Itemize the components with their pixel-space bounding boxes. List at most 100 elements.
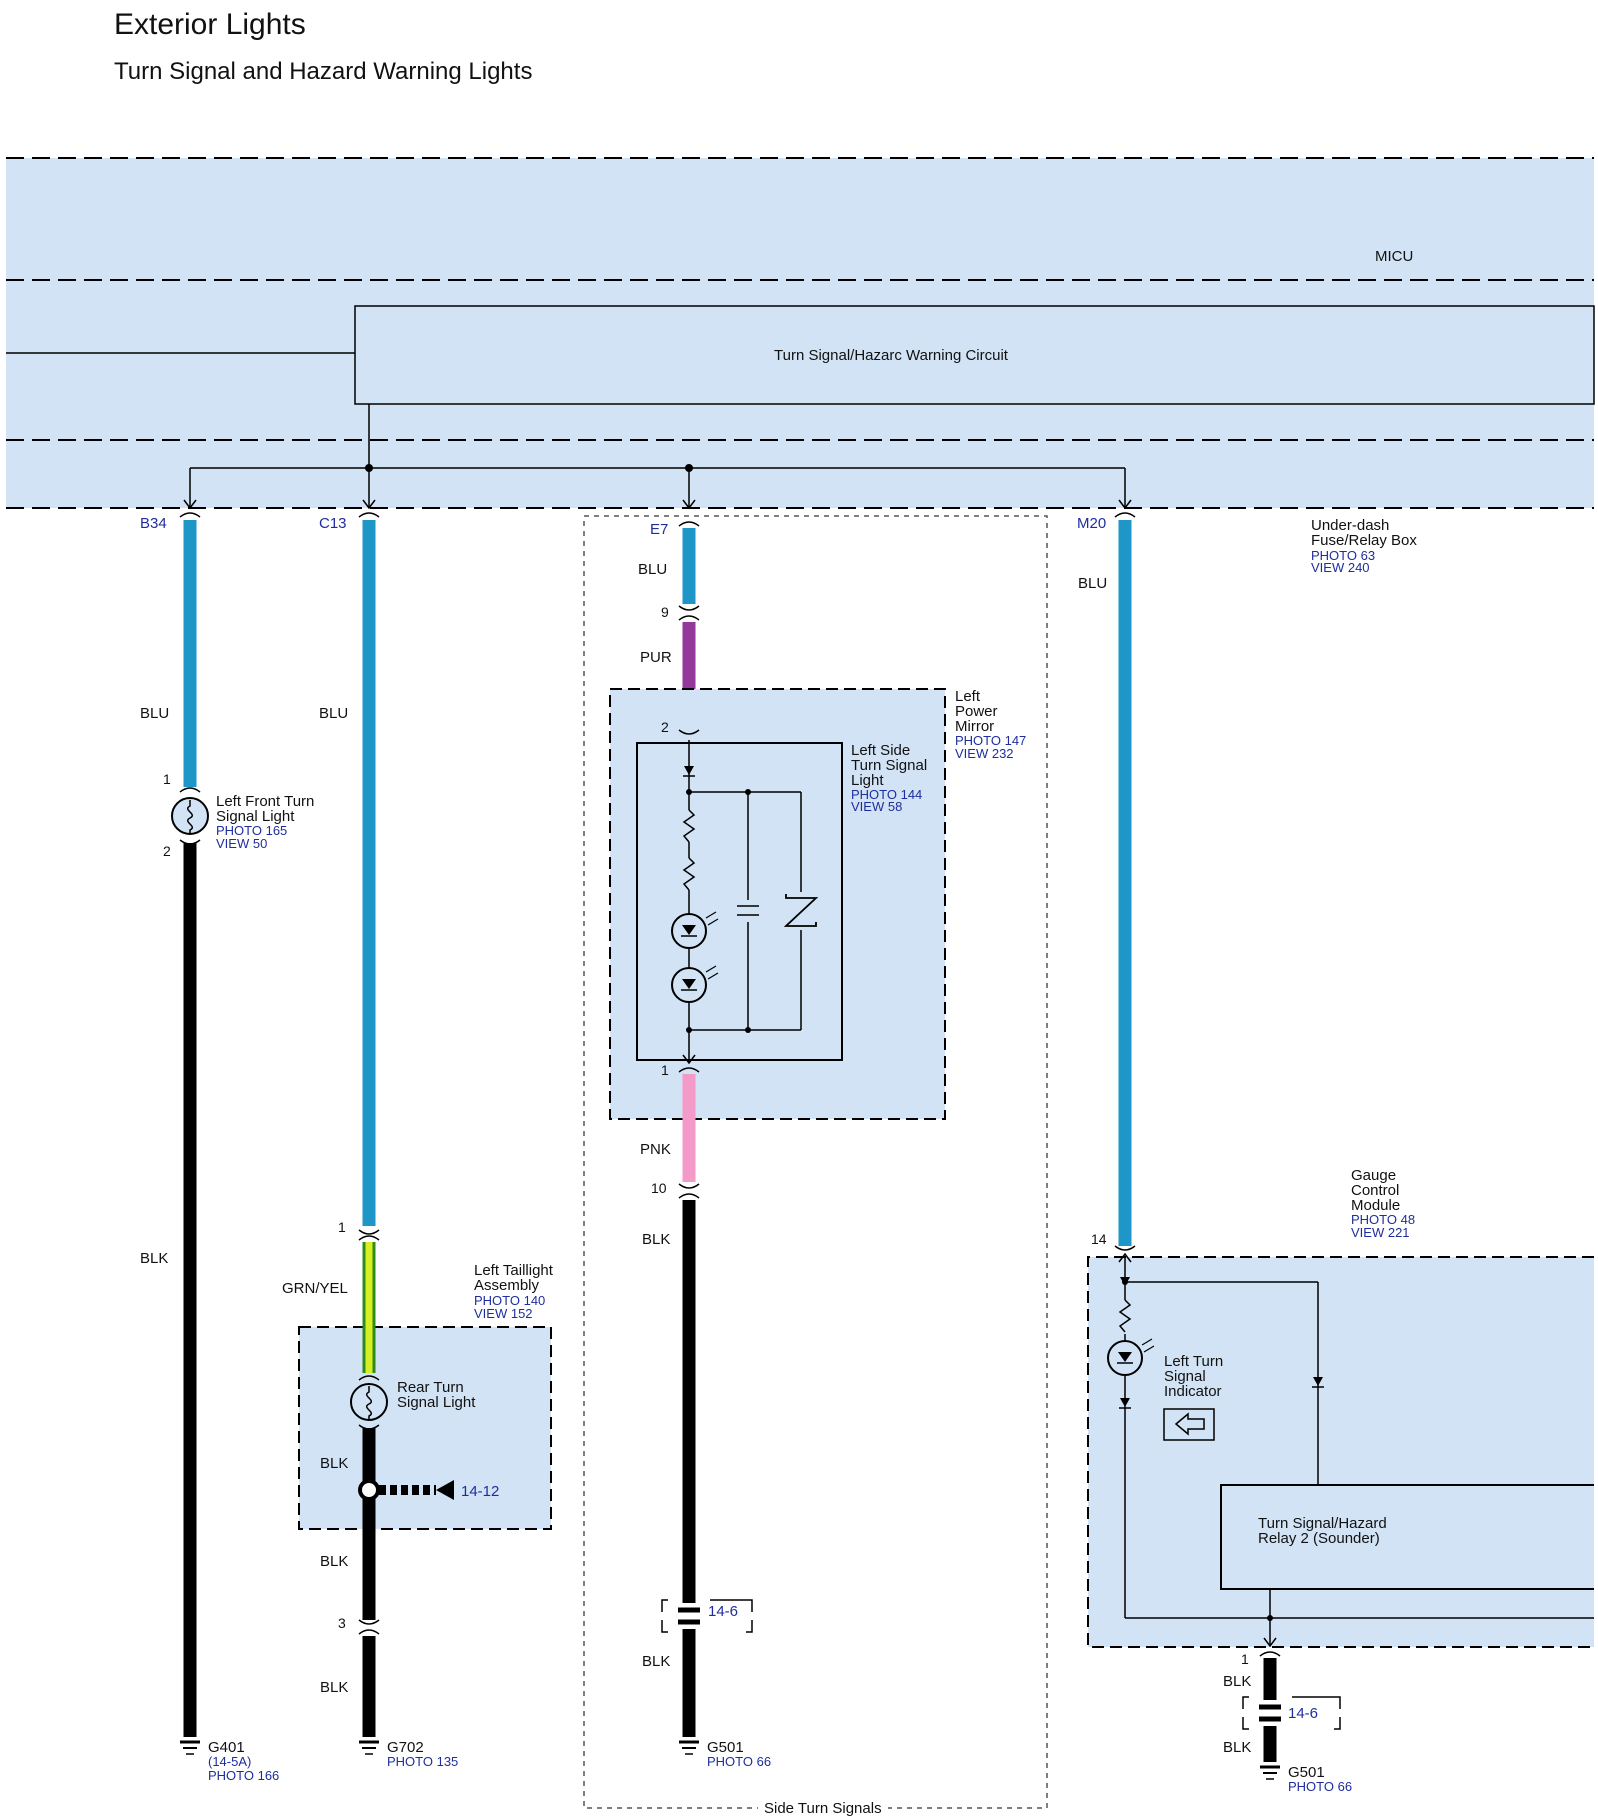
wire-color-pnk: PNK	[640, 1141, 671, 1158]
side-light-view: VIEW 58	[851, 799, 902, 814]
capacitor-bg	[736, 900, 760, 922]
diode-arrow-icon	[1120, 1277, 1130, 1286]
connector-arc	[1114, 1245, 1136, 1251]
fuse-box-photo: PHOTO 63	[1311, 548, 1375, 563]
bulb-filament	[366, 1386, 372, 1420]
side-light-label-2: Turn Signal	[851, 757, 927, 774]
front-light-photo: PHOTO 165	[216, 823, 287, 838]
terminal-arrow	[1263, 1637, 1277, 1648]
wire-color-blu: BLU	[638, 561, 667, 578]
page-subtitle: Turn Signal and Hazard Warning Lights	[114, 58, 533, 85]
circuit-label: Turn Signal/Hazarc Warning Circuit	[774, 347, 1009, 364]
resistor-icon	[682, 809, 696, 843]
ground-g401-ref: (14-5A)	[208, 1754, 251, 1769]
wire-color-blu: BLU	[140, 705, 169, 722]
junction	[745, 1027, 751, 1033]
mirror-photo: PHOTO 147	[955, 733, 1026, 748]
pin-1: 1	[338, 1219, 346, 1235]
light-emission-icon	[705, 911, 719, 926]
gauge-photo: PHOTO 48	[1351, 1212, 1415, 1227]
front-light-label-2: Signal Light	[216, 808, 295, 825]
connector-arc	[358, 1619, 380, 1625]
diode-arrow-icon	[684, 766, 694, 775]
connector-arc	[358, 1375, 380, 1381]
wire-color-blk: BLK	[140, 1250, 168, 1267]
pin-1: 1	[163, 771, 171, 787]
inline-connector-bracket	[661, 1599, 753, 1633]
gauge-label-2: Control	[1351, 1182, 1399, 1199]
ground-g702: G702	[387, 1739, 424, 1756]
taillight-assembly-box	[298, 1326, 552, 1530]
terminal-arrow	[1118, 1252, 1132, 1263]
side-group-label: Side Turn Signals	[764, 1800, 882, 1817]
relay-label-2: Relay 2 (Sounder)	[1258, 1530, 1380, 1547]
fuse-box-view: VIEW 240	[1311, 560, 1370, 575]
side-light-label-3: Light	[851, 772, 884, 789]
splice-ref-14-12: 14-12	[461, 1483, 499, 1500]
front-light-view: VIEW 50	[216, 836, 267, 851]
mirror-label: Left	[955, 688, 981, 705]
left-arrow-icon	[1174, 1412, 1205, 1436]
light-emission-icon	[1141, 1338, 1155, 1353]
turn-indicator-frame	[1163, 1408, 1215, 1441]
inline-connector-14-6: 14-6	[708, 1603, 738, 1620]
connector-arc	[179, 512, 201, 518]
wire-color-blk: BLK	[320, 1455, 348, 1472]
terminal-b34: B34	[140, 515, 167, 532]
ground-g501-photo: PHOTO 66	[707, 1754, 771, 1769]
gauge-module-border	[1087, 1256, 1594, 1648]
wire-color-blu: BLU	[319, 705, 348, 722]
taillight-label: Left Taillight	[474, 1262, 554, 1279]
connector-arc	[678, 729, 700, 735]
splice-point	[358, 1479, 380, 1501]
ground-g401-photo: PHOTO 166	[208, 1768, 279, 1783]
wire-color-blk: BLK	[642, 1653, 670, 1670]
fuse-box-label: Under-dash	[1311, 517, 1389, 534]
connector-arc	[678, 615, 700, 621]
pin-10: 10	[651, 1180, 667, 1196]
gauge-label-3: Module	[1351, 1197, 1400, 1214]
pin-1: 1	[1241, 1651, 1249, 1667]
micu-band	[6, 158, 1594, 508]
wire-color-blk: BLK	[1223, 1673, 1251, 1690]
circuit-box	[354, 305, 1595, 405]
terminal-arrow	[682, 1054, 696, 1065]
side-light-photo: PHOTO 144	[851, 787, 922, 802]
ground-g702-photo: PHOTO 135	[387, 1754, 458, 1769]
pin-1: 1	[661, 1062, 669, 1078]
taillight-photo: PHOTO 140	[474, 1293, 545, 1308]
terminal-arrow	[682, 499, 696, 510]
resistor-icon	[682, 857, 696, 891]
terminal-arrow	[1118, 499, 1132, 510]
ground-g501: G501	[707, 1739, 744, 1756]
led-diode	[1118, 1352, 1132, 1362]
splice-arrow-icon	[436, 1480, 454, 1500]
ground-g501: G501	[1288, 1764, 1325, 1781]
side-light-label: Left Side	[851, 742, 910, 759]
pin-3: 3	[338, 1615, 346, 1631]
rear-light-label-2: Signal Light	[397, 1394, 476, 1411]
connector-arc	[358, 1629, 380, 1635]
taillight-label-2: Assembly	[474, 1277, 540, 1294]
wire-color-blk: BLK	[1223, 1739, 1251, 1756]
mirror-label-2: Power	[955, 703, 998, 720]
terminal-e7: E7	[650, 521, 668, 538]
junction	[1267, 1615, 1273, 1621]
wire-color-blk: BLK	[320, 1679, 348, 1696]
rear-light-label: Rear Turn	[397, 1379, 464, 1396]
indicator-label: Left Turn	[1164, 1353, 1223, 1370]
pin-2: 2	[661, 719, 669, 735]
connector-arc	[358, 1229, 380, 1235]
page-title: Exterior Lights	[114, 8, 306, 41]
side-group-label-bg	[758, 1797, 888, 1817]
wire-color-blu: BLU	[1078, 575, 1107, 592]
mirror-view: VIEW 232	[955, 746, 1014, 761]
terminal-arrow	[362, 499, 376, 510]
wire-color-grn-yel: GRN/YEL	[282, 1280, 348, 1297]
indicator-label-3: Indicator	[1164, 1383, 1222, 1400]
wire-color-blk: BLK	[320, 1553, 348, 1570]
connector-arc	[1114, 512, 1136, 518]
connector-arc	[678, 1067, 700, 1073]
side-turn-signals-group	[583, 515, 1048, 1809]
